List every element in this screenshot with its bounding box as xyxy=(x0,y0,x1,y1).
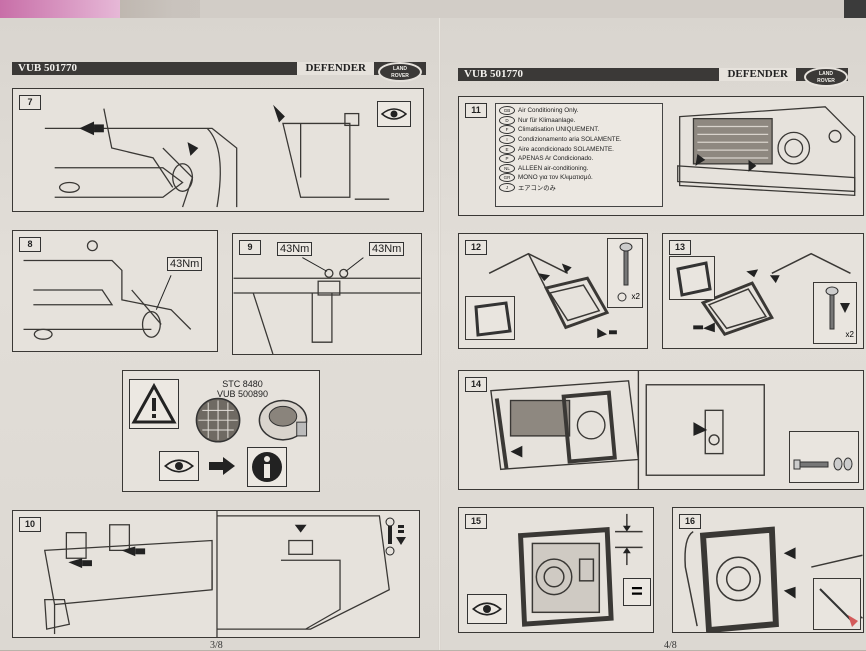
step-number: 12 xyxy=(465,240,487,255)
part-number: VUB 501770 xyxy=(464,68,523,80)
right-page-header: VUB 501770 DEFENDER xyxy=(458,68,848,81)
land-rover-logo: LAND ROVER xyxy=(804,67,848,87)
warning-box xyxy=(129,379,179,429)
logo-line-1: LAND xyxy=(393,66,407,72)
vehicle-front-grille-illustration xyxy=(677,106,856,197)
inspect-eye-icon xyxy=(467,594,507,624)
tool-detail-inset xyxy=(813,578,861,630)
step-16-panel: 16 xyxy=(672,507,864,633)
equal-gap-icon: = xyxy=(623,578,651,606)
step-14-panel: 14 xyxy=(458,370,864,490)
arrow-right-icon xyxy=(209,457,235,475)
step-8-panel: 8 43Nm xyxy=(12,230,218,352)
kit-part-number-2: VUB 500890 xyxy=(217,389,269,399)
step-number: 11 xyxy=(465,103,487,118)
bolt-qty-inset: x2 xyxy=(813,282,857,344)
chassis-bracket-illustration xyxy=(44,104,390,208)
step-number: 10 xyxy=(19,517,41,532)
page-number: 4/8 xyxy=(664,640,677,651)
kit-part-numbers: STC 8480 VUB 500890 xyxy=(217,379,268,399)
info-icon xyxy=(247,447,287,487)
frame-bolts-illustration xyxy=(233,257,421,354)
horn-grille-illustration xyxy=(195,397,308,443)
headlamp-guard-alignment-illustration xyxy=(518,513,643,627)
model-name: DEFENDER xyxy=(719,68,796,81)
land-rover-logo: LAND ROVER xyxy=(378,62,422,82)
step-number: 16 xyxy=(679,514,701,529)
step-10-panel: 10 xyxy=(12,510,420,638)
inspect-eye-icon xyxy=(159,451,199,481)
bolt-detail-inset xyxy=(789,431,859,483)
crossmember-brackets-illustration xyxy=(43,511,390,637)
step-number: 9 xyxy=(239,240,261,255)
left-page-header: VUB 501770 DEFENDER xyxy=(12,62,426,75)
torque-label-left: 43Nm xyxy=(277,242,313,256)
warning-triangle-icon xyxy=(131,382,177,424)
step-number: 13 xyxy=(669,240,691,255)
logo-line-2: ROVER xyxy=(817,78,835,84)
step-13-panel: 13 x2 xyxy=(662,233,864,349)
torque-label-right: 43Nm xyxy=(369,242,405,256)
quantity-label: x2 xyxy=(631,292,640,301)
step-15-panel: 15 = xyxy=(458,507,654,633)
logo-line-1: LAND xyxy=(819,71,833,77)
pink-object xyxy=(0,0,120,22)
step-9-panel: 9 43Nm 43Nm xyxy=(232,233,422,355)
quantity-label: x2 xyxy=(845,330,854,339)
page-number: 3/8 xyxy=(210,640,223,651)
model-name: DEFENDER xyxy=(297,62,374,75)
headlamp-guard-closeup-illustration xyxy=(684,526,863,632)
step-12-panel: 12 x2 xyxy=(458,233,648,349)
kit-part-number-1: STC 8480 xyxy=(222,379,263,389)
lamp-guard-frame-illustration xyxy=(693,252,851,337)
vehicle-guard-fitting-illustration xyxy=(490,371,765,489)
step-number: 8 xyxy=(19,237,41,252)
step-number: 7 xyxy=(19,95,41,110)
step-7-panel: 7 xyxy=(12,88,424,212)
kit-warning-panel: STC 8480 VUB 500890 xyxy=(122,370,320,492)
bracket-bolt-illustration xyxy=(23,240,192,340)
page-fold xyxy=(438,18,441,650)
step-number: 14 xyxy=(465,377,487,392)
frame-detail-inset xyxy=(465,296,515,340)
torque-label: 43Nm xyxy=(167,257,203,271)
frame-detail-inset xyxy=(669,256,715,300)
lamp-guard-frame-illustration xyxy=(488,252,617,339)
logo-line-2: ROVER xyxy=(391,73,409,79)
bolt-screwdriver-icon xyxy=(383,517,409,557)
inspect-eye-icon xyxy=(377,101,411,127)
step-number: 15 xyxy=(465,514,487,529)
part-number: VUB 501770 xyxy=(18,62,77,74)
bolt-qty-inset: x2 xyxy=(607,238,643,308)
